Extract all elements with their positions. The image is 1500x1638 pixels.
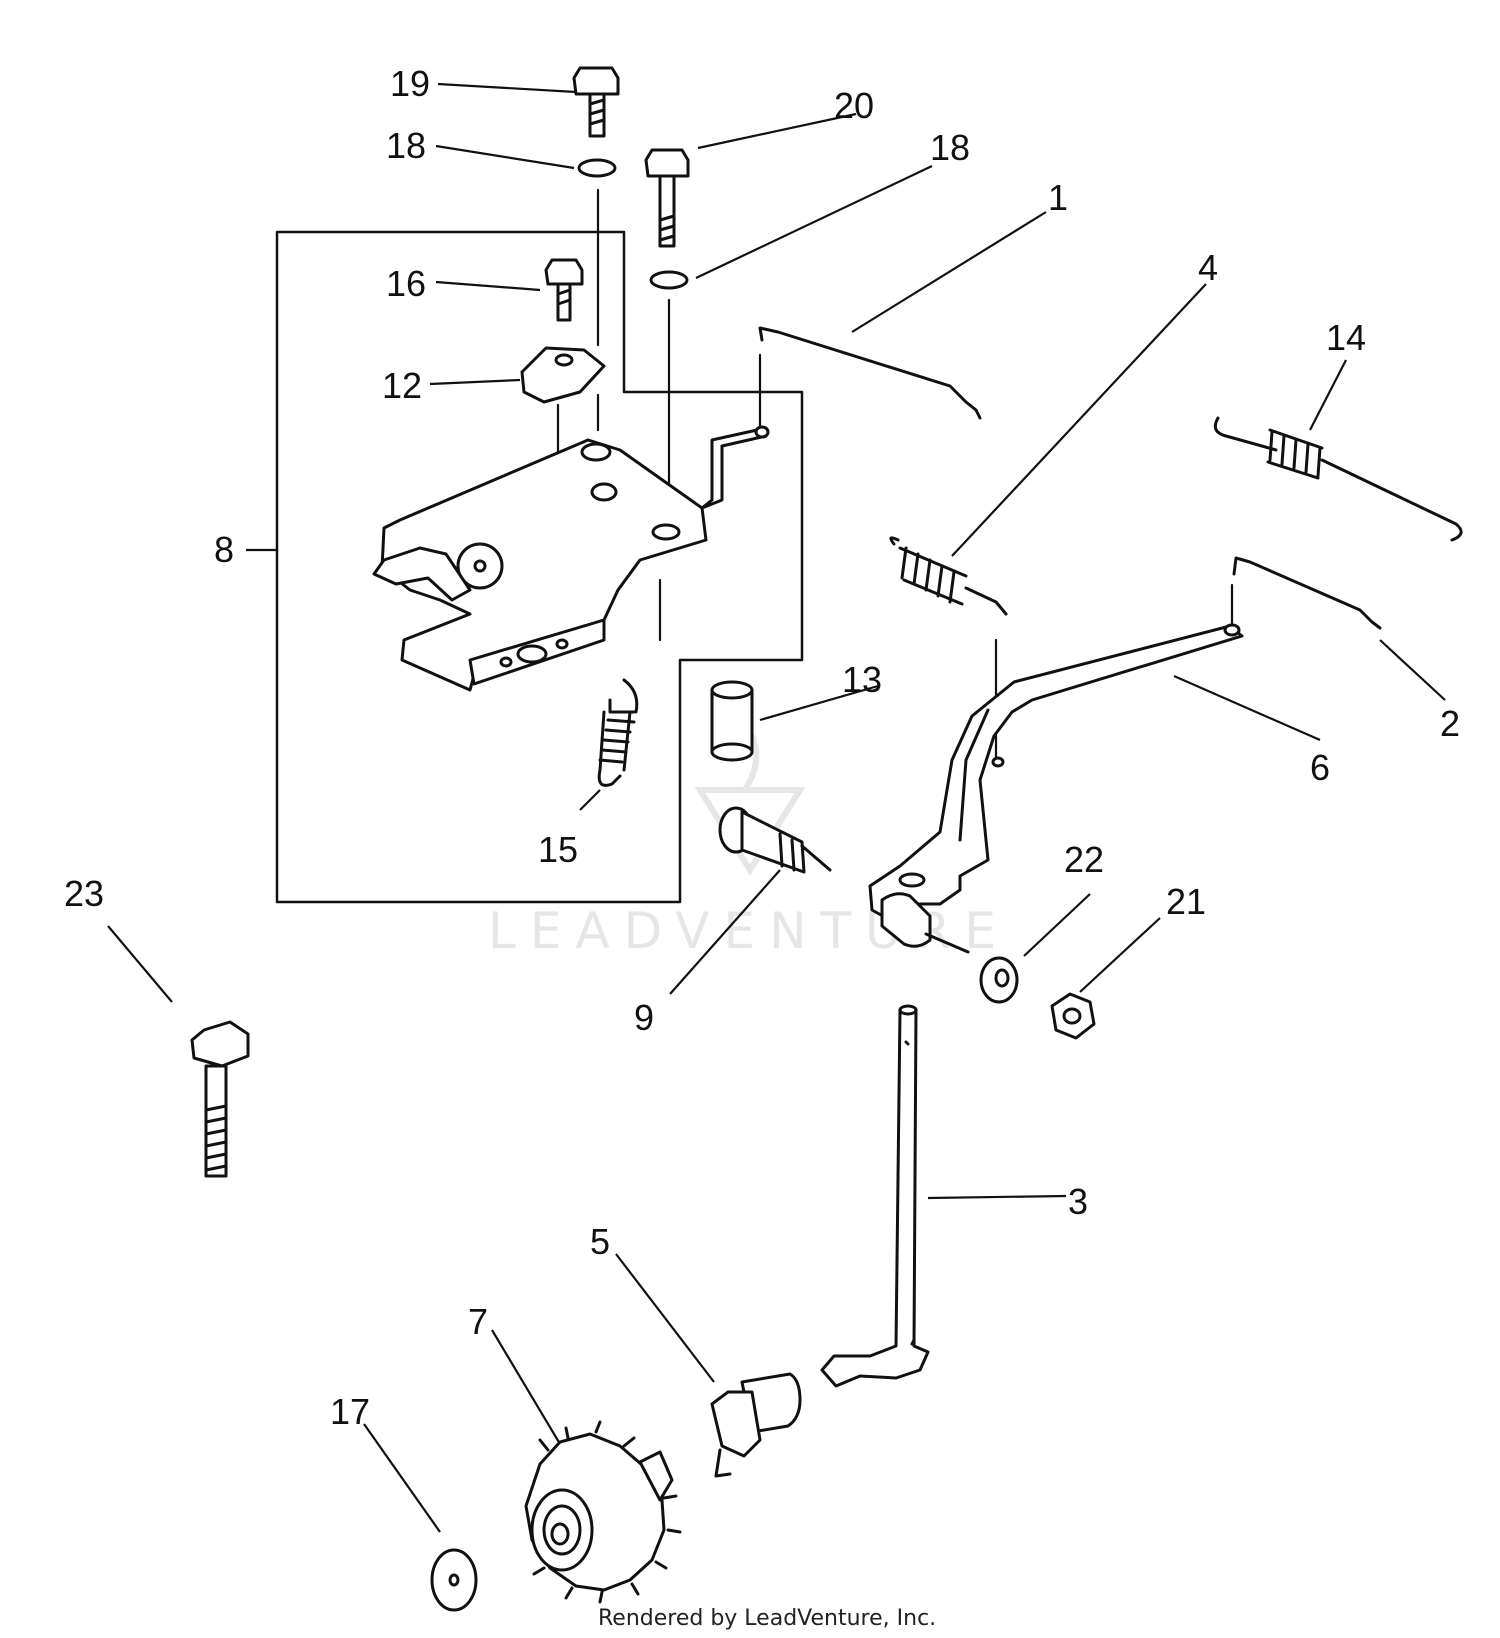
part-15-spring[interactable] (597, 678, 639, 787)
part-3-governor-shaft[interactable] (820, 1004, 930, 1388)
footer-credit: Rendered by LeadVenture, Inc. (598, 1606, 936, 1631)
callout-8: 8 (214, 529, 234, 570)
part-13-spacer[interactable] (710, 680, 754, 762)
callout-18-top: 18 (386, 125, 426, 166)
callout-22: 22 (1064, 839, 1104, 880)
part-9-pin[interactable] (718, 806, 970, 954)
part-4-spring[interactable] (889, 536, 1008, 616)
part-12-clip[interactable] (520, 346, 606, 404)
part-1-link-wire[interactable] (758, 326, 982, 420)
part-7-governor-gear[interactable] (524, 1420, 682, 1604)
watermark-text: LEADVENTURE (488, 902, 1010, 960)
callout-4: 4 (1198, 247, 1218, 288)
leader-lines (107, 82, 1446, 1533)
part-18-washer-top[interactable] (577, 158, 617, 178)
callout-23: 23 (64, 873, 104, 914)
callout-5: 5 (590, 1221, 610, 1262)
part-23-bolt[interactable] (190, 1020, 250, 1178)
part-16-bolt[interactable] (544, 258, 584, 322)
callout-9: 9 (634, 997, 654, 1038)
callout-19: 19 (390, 63, 430, 104)
part-19-bolt[interactable] (572, 66, 620, 138)
part-22-washer[interactable] (979, 956, 1019, 1004)
callout-12: 12 (382, 365, 422, 406)
callout-3: 3 (1068, 1181, 1088, 1222)
callout-17: 17 (330, 1391, 370, 1432)
part-21-nut[interactable] (1050, 992, 1096, 1040)
part-20-bolt[interactable] (644, 148, 690, 248)
callout-21: 21 (1166, 881, 1206, 922)
callout-14: 14 (1326, 317, 1366, 358)
part-18-washer-second[interactable] (649, 270, 689, 290)
part-17-washer[interactable] (430, 1548, 478, 1612)
callout-20: 20 (834, 85, 874, 126)
callout-1: 1 (1048, 177, 1068, 218)
callout-6: 6 (1310, 747, 1330, 788)
callout-2: 2 (1440, 703, 1460, 744)
part-2-link-wire[interactable] (1232, 556, 1382, 630)
callout-18-right: 18 (930, 127, 970, 168)
callout-16: 16 (386, 263, 426, 304)
part-8-control-bracket[interactable] (372, 425, 770, 692)
callout-13: 13 (842, 659, 882, 700)
part-5-governor-crank[interactable] (710, 1372, 802, 1478)
assembly-8-group-box (275, 230, 804, 904)
callout-15: 15 (538, 829, 578, 870)
part-6-governor-lever[interactable] (868, 623, 1244, 948)
callout-7: 7 (468, 1301, 488, 1342)
callout-labels: 19 18 20 18 1 4 14 16 12 8 13 15 9 6 2 2… (64, 63, 1460, 1432)
part-14-spring[interactable] (1213, 416, 1463, 542)
